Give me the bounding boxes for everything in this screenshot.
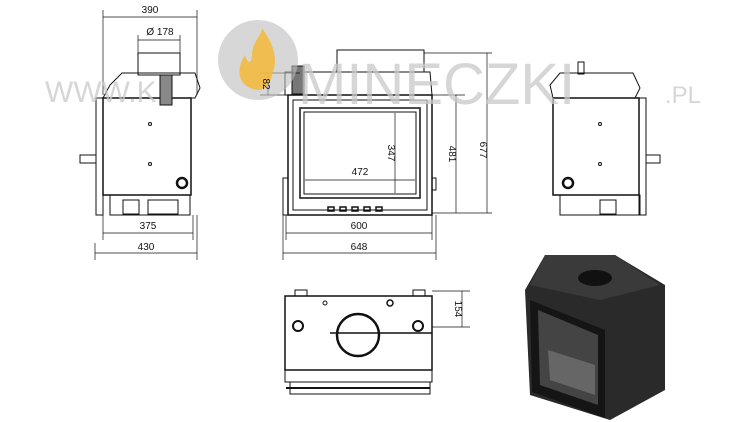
dim-677: 677 <box>477 142 488 159</box>
watermark-tld: .PL <box>665 82 701 109</box>
dim-347: 347 <box>385 145 396 162</box>
dim-430: 430 <box>138 242 155 253</box>
flame-icon <box>239 28 275 90</box>
dim-472: 472 <box>352 167 369 178</box>
fireplace-3d-render <box>525 255 665 420</box>
dim-375: 375 <box>140 221 157 232</box>
side-view-left <box>79 52 201 216</box>
dim-154: 154 <box>452 301 463 318</box>
dim-flue-diameter: Ø 178 <box>146 27 174 38</box>
watermark-suffix: MINECZKI <box>298 52 575 117</box>
top-view <box>284 289 433 395</box>
watermark-prefix: WWW.K <box>45 76 157 109</box>
dimension-labels: 390 Ø 178 375 430 82 472 347 481 677 600… <box>138 5 488 318</box>
dim-648: 648 <box>351 242 368 253</box>
dim-600: 600 <box>351 221 368 232</box>
dimension-lines <box>94 10 492 328</box>
dim-82: 82 <box>260 78 271 90</box>
dim-481: 481 <box>446 146 457 163</box>
side-view-right <box>549 61 661 216</box>
dim-390: 390 <box>142 5 159 16</box>
watermark: WWW.K MINECZKI .PL <box>45 20 701 117</box>
